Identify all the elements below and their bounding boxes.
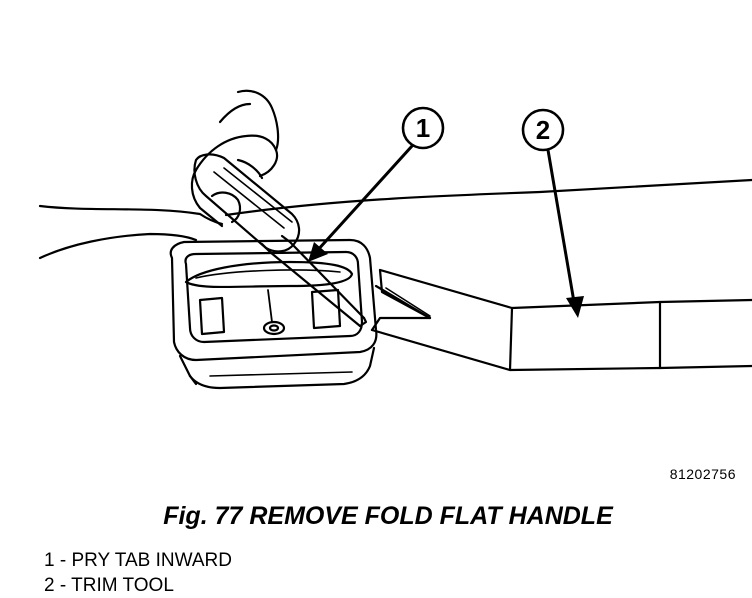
legend-separator: - [54,575,72,596]
legend-separator: - [54,550,72,571]
legend: 1 - PRY TAB INWARD 2 - TRIM TOOL [44,548,232,598]
figure-code: 81202756 [669,466,736,482]
handle-removal-illustration: 1 2 [38,89,752,390]
figure-caption: Fig. 77 REMOVE FOLD FLAT HANDLE [163,502,613,530]
legend-text: PRY TAB INWARD [71,550,232,571]
leader-arrow-1 [308,144,414,262]
legend-item: 2 - TRIM TOOL [44,573,232,598]
legend-text: TRIM TOOL [71,575,174,596]
screwdriver [193,153,368,328]
callout-1-number: 1 [416,113,430,143]
legend-number: 1 [44,550,55,571]
callout-2: 2 [521,108,565,152]
callout-1: 1 [401,106,445,150]
fold-flat-handle-bezel [169,238,378,390]
trim-tool [370,268,752,372]
leader-arrow-2 [546,148,584,318]
legend-number: 2 [44,575,55,596]
technician-hand [38,89,280,260]
callout-2-number: 2 [536,115,550,145]
seat-surface-edge [224,178,752,217]
legend-item: 1 - PRY TAB INWARD [44,548,232,573]
